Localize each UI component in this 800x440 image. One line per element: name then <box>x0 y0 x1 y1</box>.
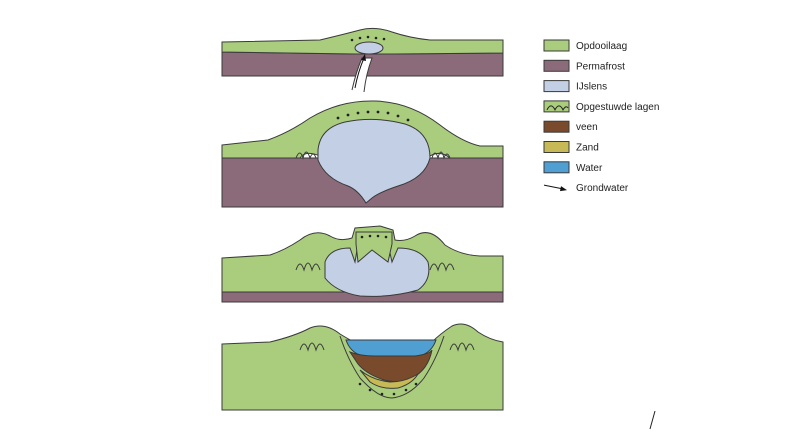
legend-label: veen <box>576 122 598 133</box>
dots-row <box>360 234 388 239</box>
pushed-layers-right <box>431 151 451 160</box>
legend-item-ice-lens: IJslens <box>543 80 607 93</box>
ice-lens <box>317 118 431 204</box>
thaw-layer <box>221 27 504 55</box>
legend-label: Water <box>576 163 603 174</box>
pushed-layers-left <box>299 342 325 352</box>
legend-label: IJslens <box>576 82 607 93</box>
legend-label: Opdooilaag <box>576 41 627 52</box>
dots-row <box>358 382 418 396</box>
basin-outline <box>339 335 445 399</box>
pushed-layers-left <box>295 151 317 160</box>
squiggle-icon <box>546 105 569 112</box>
legend-item-water: Water <box>543 161 603 174</box>
dots-row <box>350 35 386 42</box>
ice-lens <box>354 41 384 55</box>
stage-4-pingo-remnant-lake <box>221 323 504 411</box>
legend-label: Permafrost <box>576 61 625 72</box>
pushed-layers-right <box>449 342 475 352</box>
ice-lens <box>324 243 430 297</box>
legend-item-peat: veen <box>543 120 598 133</box>
legend-swatch <box>543 59 570 72</box>
legend-item-thaw-layer: Opdooilaag <box>543 39 627 52</box>
legend-swatch <box>543 141 570 153</box>
legend-item-groundwater-arrow: Grondwater <box>543 183 629 194</box>
pushed-layers-left <box>295 262 321 272</box>
legend-swatch <box>543 120 570 133</box>
legend-label: Opgestuwde lagen <box>576 102 659 113</box>
legend-swatch <box>543 39 570 52</box>
legend-item-pushed-layers: Opgestuwde lagen <box>543 100 659 113</box>
legend-swatch <box>543 100 570 113</box>
legend-item-permafrost: Permafrost <box>543 59 625 72</box>
arrowhead-icon <box>560 186 567 192</box>
peat-layer <box>348 349 433 383</box>
legend-swatch <box>543 161 570 174</box>
stray-mark <box>649 410 656 430</box>
groundwater-channel <box>351 57 373 93</box>
legend-label: Grondwater <box>576 183 629 194</box>
water-layer <box>345 339 437 357</box>
legend-label: Zand <box>576 143 599 154</box>
stage-1-initial-ice-lens <box>221 27 504 93</box>
collapsed-plug <box>355 231 393 263</box>
sand-layer <box>359 369 419 389</box>
stage-2-pingo-growth <box>221 100 504 208</box>
legend-item-sand: Zand <box>543 141 599 154</box>
dots-row <box>336 110 410 122</box>
legend-swatch <box>543 80 570 93</box>
pushed-layers-right <box>429 262 455 272</box>
stage-3-pingo-collapse <box>221 225 504 303</box>
